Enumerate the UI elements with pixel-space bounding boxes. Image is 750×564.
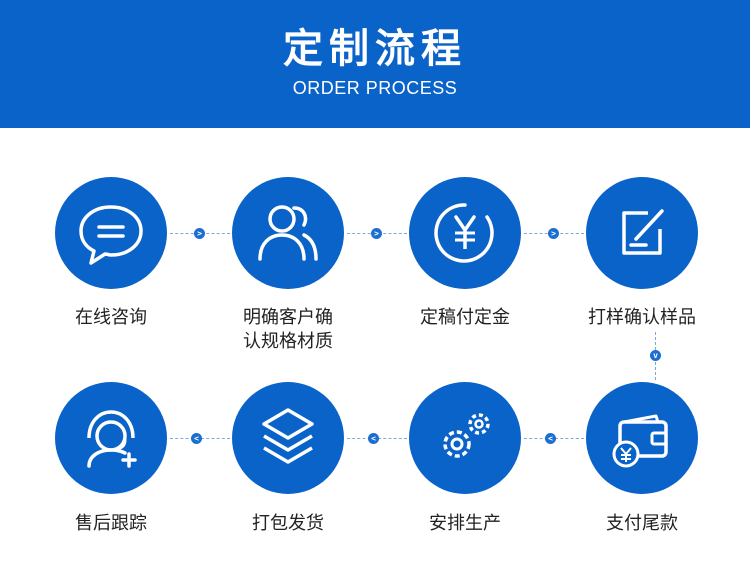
- arrow-left-icon: <: [368, 433, 379, 444]
- step-label: 打样确认样品: [588, 307, 696, 328]
- yen-coin-icon: [434, 203, 494, 263]
- gears-icon: [443, 413, 490, 458]
- headset-support-icon: [87, 410, 137, 468]
- step-label: 售后跟踪: [75, 513, 147, 534]
- step-after-sales: [55, 382, 167, 494]
- header-banner: 定制流程 ORDER PROCESS: [0, 0, 750, 128]
- step-label: 安排生产: [429, 513, 501, 534]
- step-label: 支付尾款: [606, 513, 678, 534]
- step-confirm-specs: [232, 177, 344, 289]
- page-title: 定制流程: [283, 26, 467, 72]
- step-label: 定稿付定金: [420, 307, 510, 328]
- step-label: 在线咨询: [75, 307, 147, 328]
- users-icon: [258, 205, 318, 261]
- arrow-right-icon: >: [194, 228, 205, 239]
- step-label: 打包发货: [252, 513, 324, 534]
- step-label: 明确客户确 认规格材质: [243, 307, 333, 352]
- arrow-right-icon: >: [548, 228, 559, 239]
- step-online-consult: [55, 177, 167, 289]
- step-production: [409, 382, 521, 494]
- step-packing: [232, 382, 344, 494]
- arrow-down-icon: v: [650, 350, 661, 361]
- step-deposit: [409, 177, 521, 289]
- layers-icon: [262, 408, 314, 464]
- chat-bubble-icon: [79, 205, 143, 265]
- arrow-right-icon: >: [371, 228, 382, 239]
- page-subtitle: ORDER PROCESS: [292, 78, 458, 98]
- arrow-left-icon: <: [545, 433, 556, 444]
- arrow-left-icon: <: [191, 433, 202, 444]
- edit-note-icon: [622, 209, 664, 255]
- step-sample: [586, 177, 698, 289]
- wallet-icon: [612, 414, 668, 468]
- step-final-payment: [586, 382, 698, 494]
